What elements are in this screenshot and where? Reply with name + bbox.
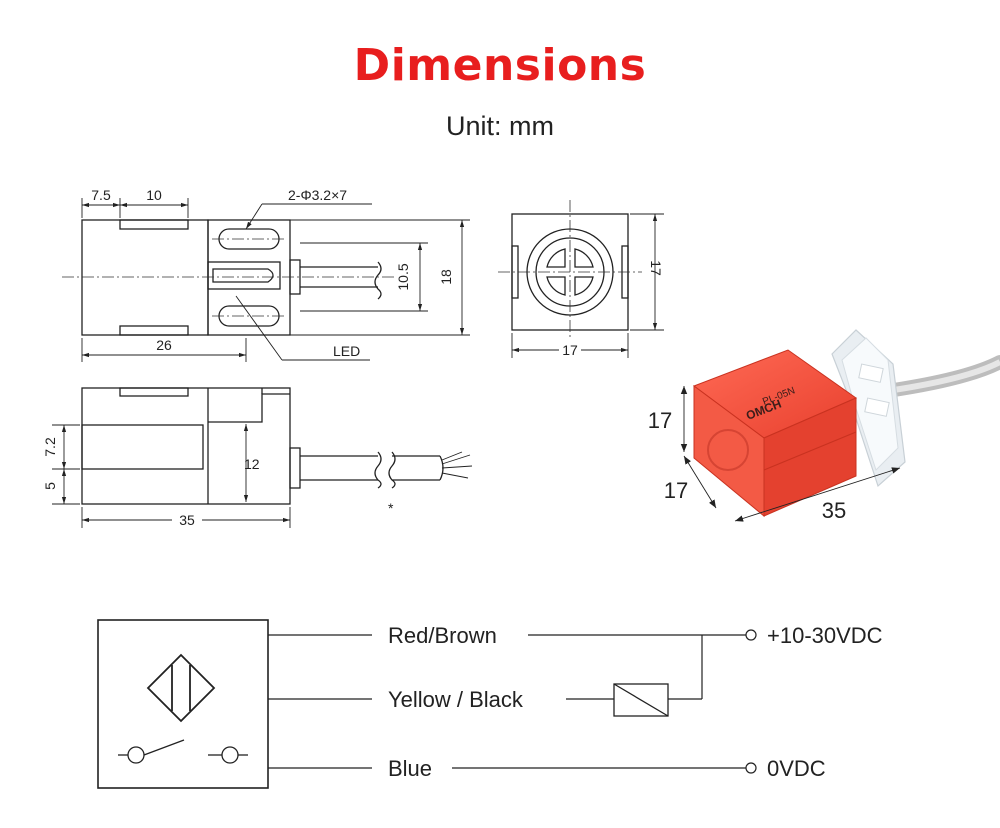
body-outline [81,219,209,336]
dim-35-side: 35 [179,512,195,528]
side-view: 7.2 5 12 35 * [42,387,473,528]
led-window [212,268,274,283]
head-outline [207,219,291,336]
dim-10: 10 [146,187,162,203]
dim-holes: 2-Φ3.2×7 [288,187,347,203]
end-view: 17 17 [498,200,664,358]
photo-dim-35: 35 [822,498,846,523]
asterisk-note: * [388,500,394,516]
top-slot [119,219,189,230]
wiring-diagram: Red/Brown +10-30VDC Yellow / Black Blue … [97,619,883,789]
terminal-positive-label: +10-30VDC [767,623,883,648]
dim-7-5: 7.5 [91,187,111,203]
page-title: Dimensions [353,40,647,91]
wire-red-brown-label: Red/Brown [388,623,497,648]
dim-17-width: 17 [562,342,578,358]
front-view: 7.5 10 2-Φ3.2×7 10.5 18 26 LED [62,187,470,362]
side-body [81,387,291,505]
wire-yellow-black-label: Yellow / Black [388,687,524,712]
dim-10-5: 10.5 [395,263,411,290]
switch-symbol-icon [118,739,248,764]
dim-17-height: 17 [648,260,664,276]
terminal-ground-label: 0VDC [767,756,826,781]
sensor-photo: OMCH PL-05N 17 17 35 [648,329,1000,523]
led-label: LED [333,343,360,359]
sensor-symbol-icon [146,653,216,723]
wire-blue-label: Blue [388,756,432,781]
dim-18: 18 [438,269,454,285]
dim-26: 26 [156,337,172,353]
terminal-positive [745,629,757,641]
photo-dim-17-a: 17 [648,408,672,433]
unit-label: Unit: mm [446,111,554,141]
terminal-ground [745,762,757,774]
dim-12: 12 [244,456,260,472]
dim-5: 5 [42,482,58,490]
photo-dim-17-b: 17 [664,478,688,503]
bottom-slot [119,325,189,336]
cable-gland [207,261,281,290]
dim-7-2: 7.2 [42,437,58,457]
sensor-symbol-box [97,619,269,789]
